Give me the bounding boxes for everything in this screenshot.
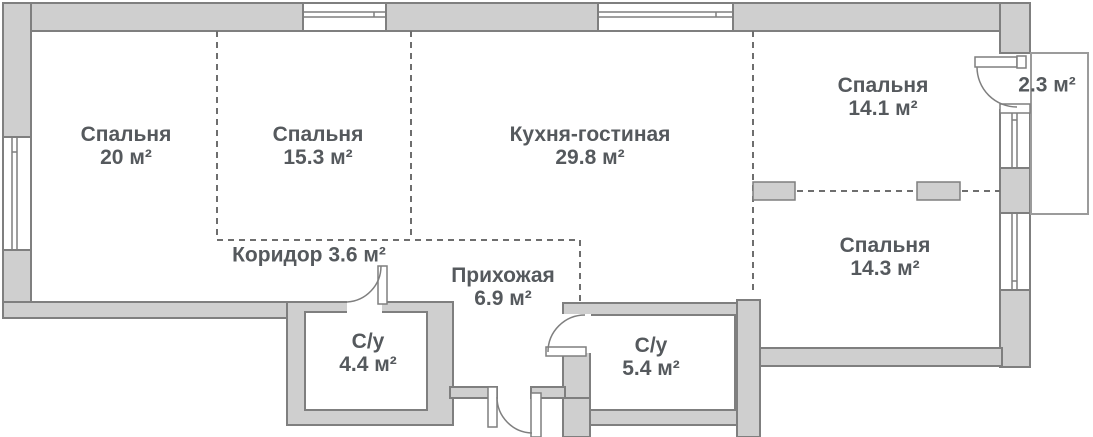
room-label-kitchen-living: Кухня-гостиная 29.8 м²: [510, 123, 671, 169]
balcony-door-hinge-jamb: [1016, 55, 1027, 69]
bathroom2-door-leaf: [545, 346, 587, 357]
room-label-bathroom-4-4: С/у 4.4 м²: [339, 330, 397, 376]
room-label-balcony: 2.3 м²: [1018, 74, 1076, 97]
window-top-2-glazing: [598, 11, 733, 18]
room-label-bathroom-5-4: С/у 5.4 м²: [622, 334, 680, 380]
walls: [2, 2, 1031, 437]
wall-right-mid: [999, 167, 1031, 214]
room-area-label: 2.3 м²: [1018, 73, 1076, 97]
balcony-door-arc: [976, 66, 1018, 108]
window-left-glazing: [11, 137, 18, 250]
window-right-2-glazing: [1011, 213, 1018, 290]
room-name-label: Коридор 3.6 м²: [232, 243, 386, 267]
wall-top: [2, 2, 1031, 32]
room-name-label: С/у: [351, 330, 385, 353]
wall-right-lower: [999, 289, 1031, 368]
zone-boundaries: [216, 31, 1000, 303]
windows: [2, 2, 1031, 291]
balcony-door-lower-jamb: [999, 103, 1031, 114]
room-label-bedroom-14-1: Спальня 14.1 м²: [838, 74, 929, 120]
window-top-1-glazing: [303, 11, 386, 18]
room-area-label: 5.4 м²: [622, 357, 680, 380]
room-name-label: Кухня-гостиная: [509, 123, 671, 146]
window-right-1: [999, 109, 1031, 169]
entrance-door-leaf: [530, 392, 542, 437]
room-area-label: 29.8 м²: [555, 146, 625, 169]
wall-bottom-bedroom3: [757, 347, 1003, 367]
wall-entry-right-column: [562, 397, 591, 437]
bathroom2-door-arc: [547, 314, 586, 353]
room-label-hallway: Прихожая 6.9 м²: [451, 264, 555, 310]
room-name-label: Спальня: [80, 123, 172, 146]
wall-right-top-corner: [999, 2, 1031, 54]
window-right-1-glazing: [1011, 110, 1018, 168]
room-label-bedroom-20: Спальня 20 м²: [81, 123, 172, 169]
window-right-2: [999, 212, 1031, 291]
bathroom2-interior: [589, 314, 736, 411]
partition-block-1: [752, 181, 796, 201]
bathroom1-door-arc: [346, 265, 382, 303]
room-name-label: Прихожая: [451, 264, 555, 287]
room-name-label: Спальня: [837, 74, 929, 97]
room-area-label: 14.3 м²: [850, 257, 920, 280]
room-area-label: 4.4 м²: [339, 353, 397, 376]
entrance-door-jamb: [487, 386, 498, 428]
bathroom1-door-opening: [347, 300, 382, 314]
balcony-outline: [1030, 52, 1089, 215]
room-name-label: С/у: [634, 334, 668, 357]
room-area-label: 6.9 м²: [474, 287, 532, 310]
wall-hall-column: [736, 299, 761, 437]
wall-bottom-left: [2, 301, 306, 319]
wall-left-upper: [2, 2, 32, 138]
room-area-label: 20 м²: [100, 146, 152, 169]
room-name-label: Спальня: [839, 234, 931, 257]
room-area-label: 15.3 м²: [283, 146, 353, 169]
room-label-corridor: Коридор 3.6 м²: [232, 244, 386, 267]
entrance-door-arc: [496, 396, 533, 434]
partition-block-2: [916, 181, 961, 201]
bathroom1-door-leaf: [377, 265, 388, 305]
balcony-door-leaf: [974, 56, 1018, 68]
room-name-label: Спальня: [272, 123, 364, 146]
room-label-bedroom-15-3: Спальня 15.3 м²: [273, 123, 364, 169]
room-label-bedroom-14-3: Спальня 14.3 м²: [840, 234, 931, 280]
room-area-label: 14.1 м²: [848, 97, 918, 120]
doors: [346, 55, 1031, 437]
